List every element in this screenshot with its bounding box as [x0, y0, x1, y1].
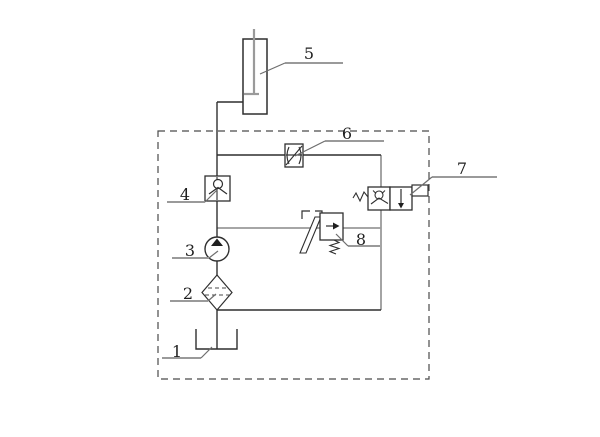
valve7-seat-tick-right	[381, 190, 386, 194]
label-4-text: 4	[180, 185, 190, 204]
label-5-leader	[259, 62, 286, 75]
relief-bracket-left	[301, 210, 310, 219]
label-8-text: 8	[356, 230, 366, 249]
label-7-text: 7	[457, 159, 467, 178]
label-7: 7	[409, 159, 497, 196]
enclosure-dashed-boundary	[157, 130, 430, 380]
label-8: 8	[335, 230, 380, 249]
relief-spring	[328, 239, 341, 255]
label-1-leader	[200, 346, 213, 359]
label-3: 3	[172, 241, 219, 260]
label-4-leader	[204, 189, 218, 203]
solenoid-valve	[352, 184, 429, 211]
pump-outlet-arrow	[211, 238, 223, 246]
label-5-text: 5	[304, 44, 314, 63]
label-6-leader	[294, 140, 326, 157]
label-3-leader	[208, 250, 219, 259]
filter-diamond	[201, 274, 233, 311]
filter	[201, 274, 233, 311]
label-2: 2	[170, 284, 217, 303]
tank-outline	[195, 329, 238, 350]
valve7-seat-tick-left	[372, 190, 377, 194]
label-2-text: 2	[183, 284, 193, 303]
valve7-flow-arrow-head	[398, 203, 404, 209]
throttle-valve	[284, 143, 304, 168]
label-6: 6	[294, 124, 384, 157]
relief-valve	[299, 210, 344, 255]
throttle-adjust-arrow	[285, 145, 303, 166]
check-ball	[212, 178, 224, 190]
label-5: 5	[259, 44, 343, 75]
check-valve	[204, 175, 231, 202]
pump	[204, 236, 230, 262]
label-1-text: 1	[172, 342, 182, 361]
relief-arrow-head	[333, 222, 340, 230]
reference-labels: 1 2 3 4 5 6 7	[162, 44, 497, 361]
valve7-check-seat	[370, 197, 389, 205]
relief-pilot-parallelogram	[299, 216, 322, 254]
cylinder	[242, 29, 268, 115]
label-8-leader	[335, 233, 349, 247]
label-3-text: 3	[185, 241, 195, 260]
pipes-light	[217, 155, 382, 310]
label-1: 1	[162, 342, 213, 361]
valve7-spring	[352, 190, 369, 203]
valve7-solenoid-box	[411, 184, 429, 197]
label-7-leader	[409, 176, 433, 196]
tank	[195, 329, 238, 350]
label-6-text: 6	[342, 124, 352, 143]
label-4: 4	[167, 185, 218, 204]
check-seat	[208, 186, 228, 195]
valve7-check-ball	[374, 190, 384, 200]
pump-circle	[204, 236, 230, 262]
label-2-leader	[207, 293, 217, 302]
pipes-dark	[216, 101, 381, 349]
